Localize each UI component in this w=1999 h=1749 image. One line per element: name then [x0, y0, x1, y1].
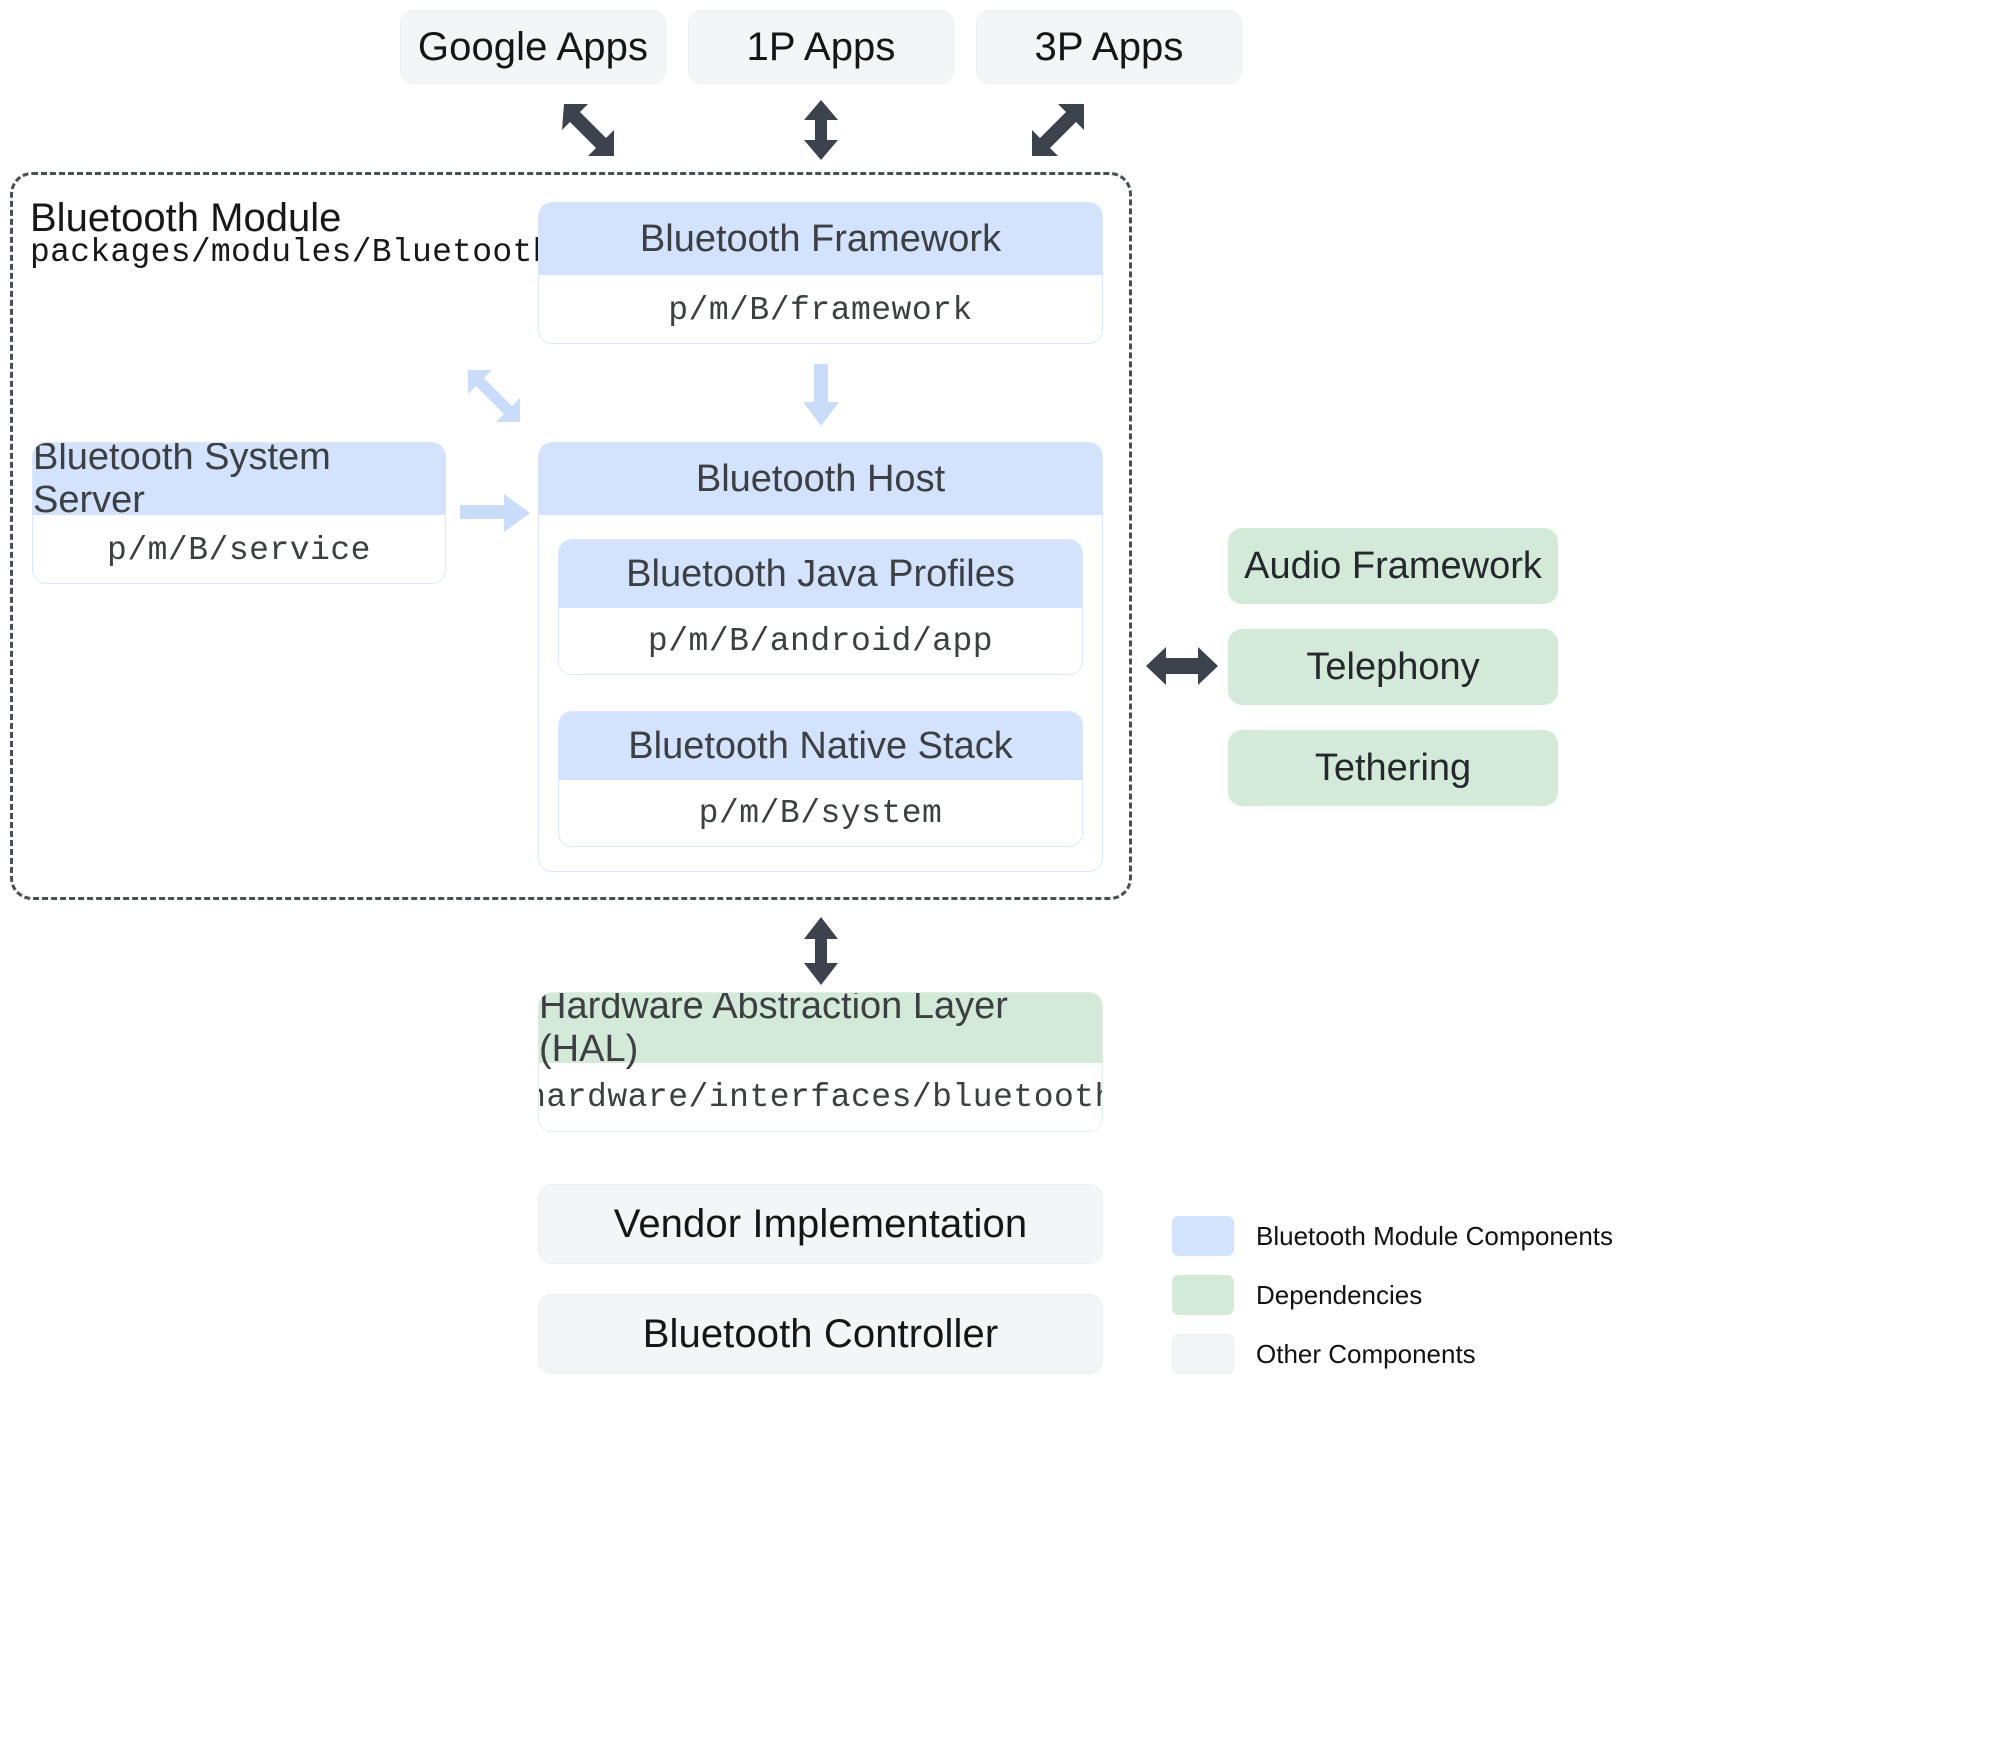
hal-path: hardware/interfaces/bluetooth [539, 1063, 1102, 1131]
bluetooth-controller-label: Bluetooth Controller [642, 1311, 999, 1356]
legend-label-other-components: Other Components [1256, 1338, 1476, 1369]
hal-title: Hardware Abstraction Layer (HAL) [539, 993, 1102, 1070]
google-apps-label: Google Apps [417, 24, 649, 69]
bluetooth-system-server-path: p/m/B/service [33, 515, 445, 583]
legend-swatch-module-components [1172, 1216, 1234, 1256]
vendor-implementation-label: Vendor Implementation [613, 1201, 1028, 1246]
legend-label-module-components: Bluetooth Module Components [1256, 1220, 1614, 1251]
bluetooth-module-path: packages/modules/Bluetooth [30, 234, 553, 271]
legend-swatch-other-components [1172, 1334, 1234, 1374]
bluetooth-framework-path: p/m/B/framework [539, 275, 1102, 343]
tethering-label: Tethering [1314, 746, 1472, 789]
bluetooth-module-container [10, 172, 1132, 900]
bluetooth-controller-box[interactable]: Bluetooth Controller [538, 1294, 1103, 1374]
bluetooth-system-server-card[interactable]: Bluetooth System Server p/m/B/service [32, 442, 446, 584]
framework-to-system-server-arrow [468, 370, 520, 422]
google-apps-box[interactable]: Google Apps [400, 10, 666, 84]
bluetooth-native-stack-card[interactable]: Bluetooth Native Stack p/m/B/system [558, 711, 1083, 847]
vendor-implementation-box[interactable]: Vendor Implementation [538, 1184, 1103, 1264]
bluetooth-framework-card[interactable]: Bluetooth Framework p/m/B/framework [538, 202, 1103, 344]
bluetooth-framework-title: Bluetooth Framework [539, 203, 1102, 275]
bluetooth-java-profiles-card[interactable]: Bluetooth Java Profiles p/m/B/android/ap… [558, 539, 1083, 675]
1p-apps-label: 1P Apps [746, 24, 896, 69]
bluetooth-java-profiles-title: Bluetooth Java Profiles [559, 540, 1082, 608]
bluetooth-module-title: Bluetooth Module [30, 196, 342, 240]
legend-item-dependencies: Dependencies [1172, 1275, 1613, 1315]
framework-to-host-arrow [803, 364, 839, 426]
1p-apps-to-module-arrow [804, 100, 838, 160]
1p-apps-box[interactable]: 1P Apps [688, 10, 954, 84]
legend-swatch-dependencies [1172, 1275, 1234, 1315]
hal-card[interactable]: Hardware Abstraction Layer (HAL) hardwar… [538, 992, 1103, 1132]
bluetooth-native-stack-title: Bluetooth Native Stack [559, 712, 1082, 780]
bluetooth-java-profiles-path: p/m/B/android/app [559, 608, 1082, 674]
audio-framework-label: Audio Framework [1244, 544, 1542, 587]
legend-item-other-components: Other Components [1172, 1334, 1613, 1374]
legend-label-dependencies: Dependencies [1256, 1279, 1423, 1310]
bluetooth-system-server-title: Bluetooth System Server [33, 443, 445, 521]
legend-item-module-components: Bluetooth Module Components [1172, 1216, 1613, 1256]
3p-apps-to-module-arrow [1032, 104, 1084, 156]
3p-apps-label: 3P Apps [1034, 24, 1184, 69]
bluetooth-native-stack-path: p/m/B/system [559, 780, 1082, 846]
google-apps-to-module-arrow [562, 104, 614, 156]
bluetooth-host-title: Bluetooth Host [539, 443, 1102, 515]
legend: Bluetooth Module Components Dependencies… [1172, 1216, 1613, 1393]
audio-framework-box[interactable]: Audio Framework [1228, 528, 1558, 604]
host-to-dependencies-arrow [1146, 647, 1218, 685]
telephony-box[interactable]: Telephony [1228, 629, 1558, 705]
telephony-label: Telephony [1306, 645, 1480, 688]
system-server-to-host-arrow [460, 494, 530, 532]
3p-apps-box[interactable]: 3P Apps [976, 10, 1242, 84]
module-to-hal-arrow [804, 917, 838, 985]
tethering-box[interactable]: Tethering [1228, 730, 1558, 806]
